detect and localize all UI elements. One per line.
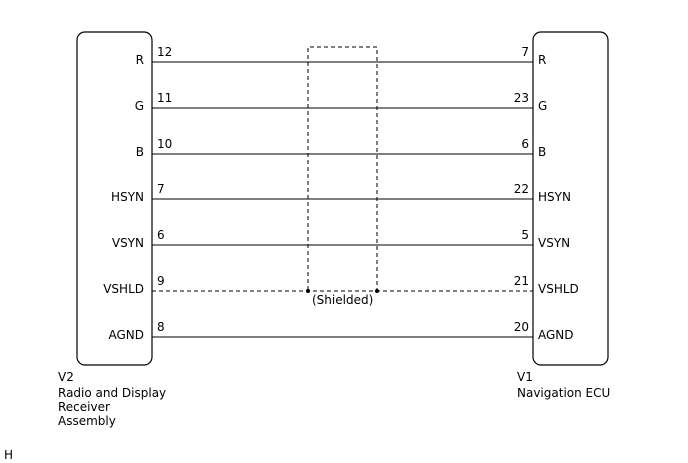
right-signal-label: HSYN bbox=[538, 190, 571, 204]
corner-mark: H bbox=[4, 448, 13, 462]
right-pin-number: 22 bbox=[514, 182, 529, 196]
shield-junction-dot bbox=[375, 289, 379, 293]
left-pin-number: 12 bbox=[157, 45, 172, 59]
left-pin-number: 9 bbox=[157, 274, 165, 288]
shield-label: (Shielded) bbox=[312, 293, 373, 307]
right-signal-label: R bbox=[538, 53, 546, 67]
right-signal-label: B bbox=[538, 145, 546, 159]
left-signal-label: VSYN bbox=[112, 236, 144, 250]
left-signal-label: B bbox=[136, 145, 144, 159]
left-pin-number: 6 bbox=[157, 228, 165, 242]
left-connector-name-line-1: Radio and Display bbox=[58, 386, 166, 400]
right-pin-number: 21 bbox=[514, 274, 529, 288]
left-signal-label: HSYN bbox=[111, 190, 144, 204]
right-connector-code: V1 bbox=[517, 370, 533, 384]
right-pin-number: 7 bbox=[521, 45, 529, 59]
right-signal-label: G bbox=[538, 99, 547, 113]
left-pin-number: 11 bbox=[157, 91, 172, 105]
right-pin-number: 20 bbox=[514, 320, 529, 334]
left-signal-label: VSHLD bbox=[103, 282, 144, 296]
shield-junction-dot bbox=[306, 289, 310, 293]
right-pin-number: 23 bbox=[514, 91, 529, 105]
left-connector-code: V2 bbox=[58, 370, 74, 384]
right-signal-label: VSYN bbox=[538, 236, 570, 250]
left-pin-number: 10 bbox=[157, 137, 172, 151]
left-pin-number: 8 bbox=[157, 320, 165, 334]
left-signal-label: AGND bbox=[108, 328, 144, 342]
right-pin-number: 6 bbox=[521, 137, 529, 151]
left-signal-label: R bbox=[136, 53, 144, 67]
left-signal-label: G bbox=[135, 99, 144, 113]
right-pin-number: 5 bbox=[521, 228, 529, 242]
left-connector-name-line-2: Receiver bbox=[58, 400, 110, 414]
left-connector-name-line-3: Assembly bbox=[58, 414, 116, 428]
right-signal-label: AGND bbox=[538, 328, 574, 342]
left-pin-number: 7 bbox=[157, 182, 165, 196]
right-signal-label: VSHLD bbox=[538, 282, 579, 296]
shield-enclosure bbox=[307, 46, 378, 290]
right-connector-name-line-1: Navigation ECU bbox=[517, 386, 610, 400]
